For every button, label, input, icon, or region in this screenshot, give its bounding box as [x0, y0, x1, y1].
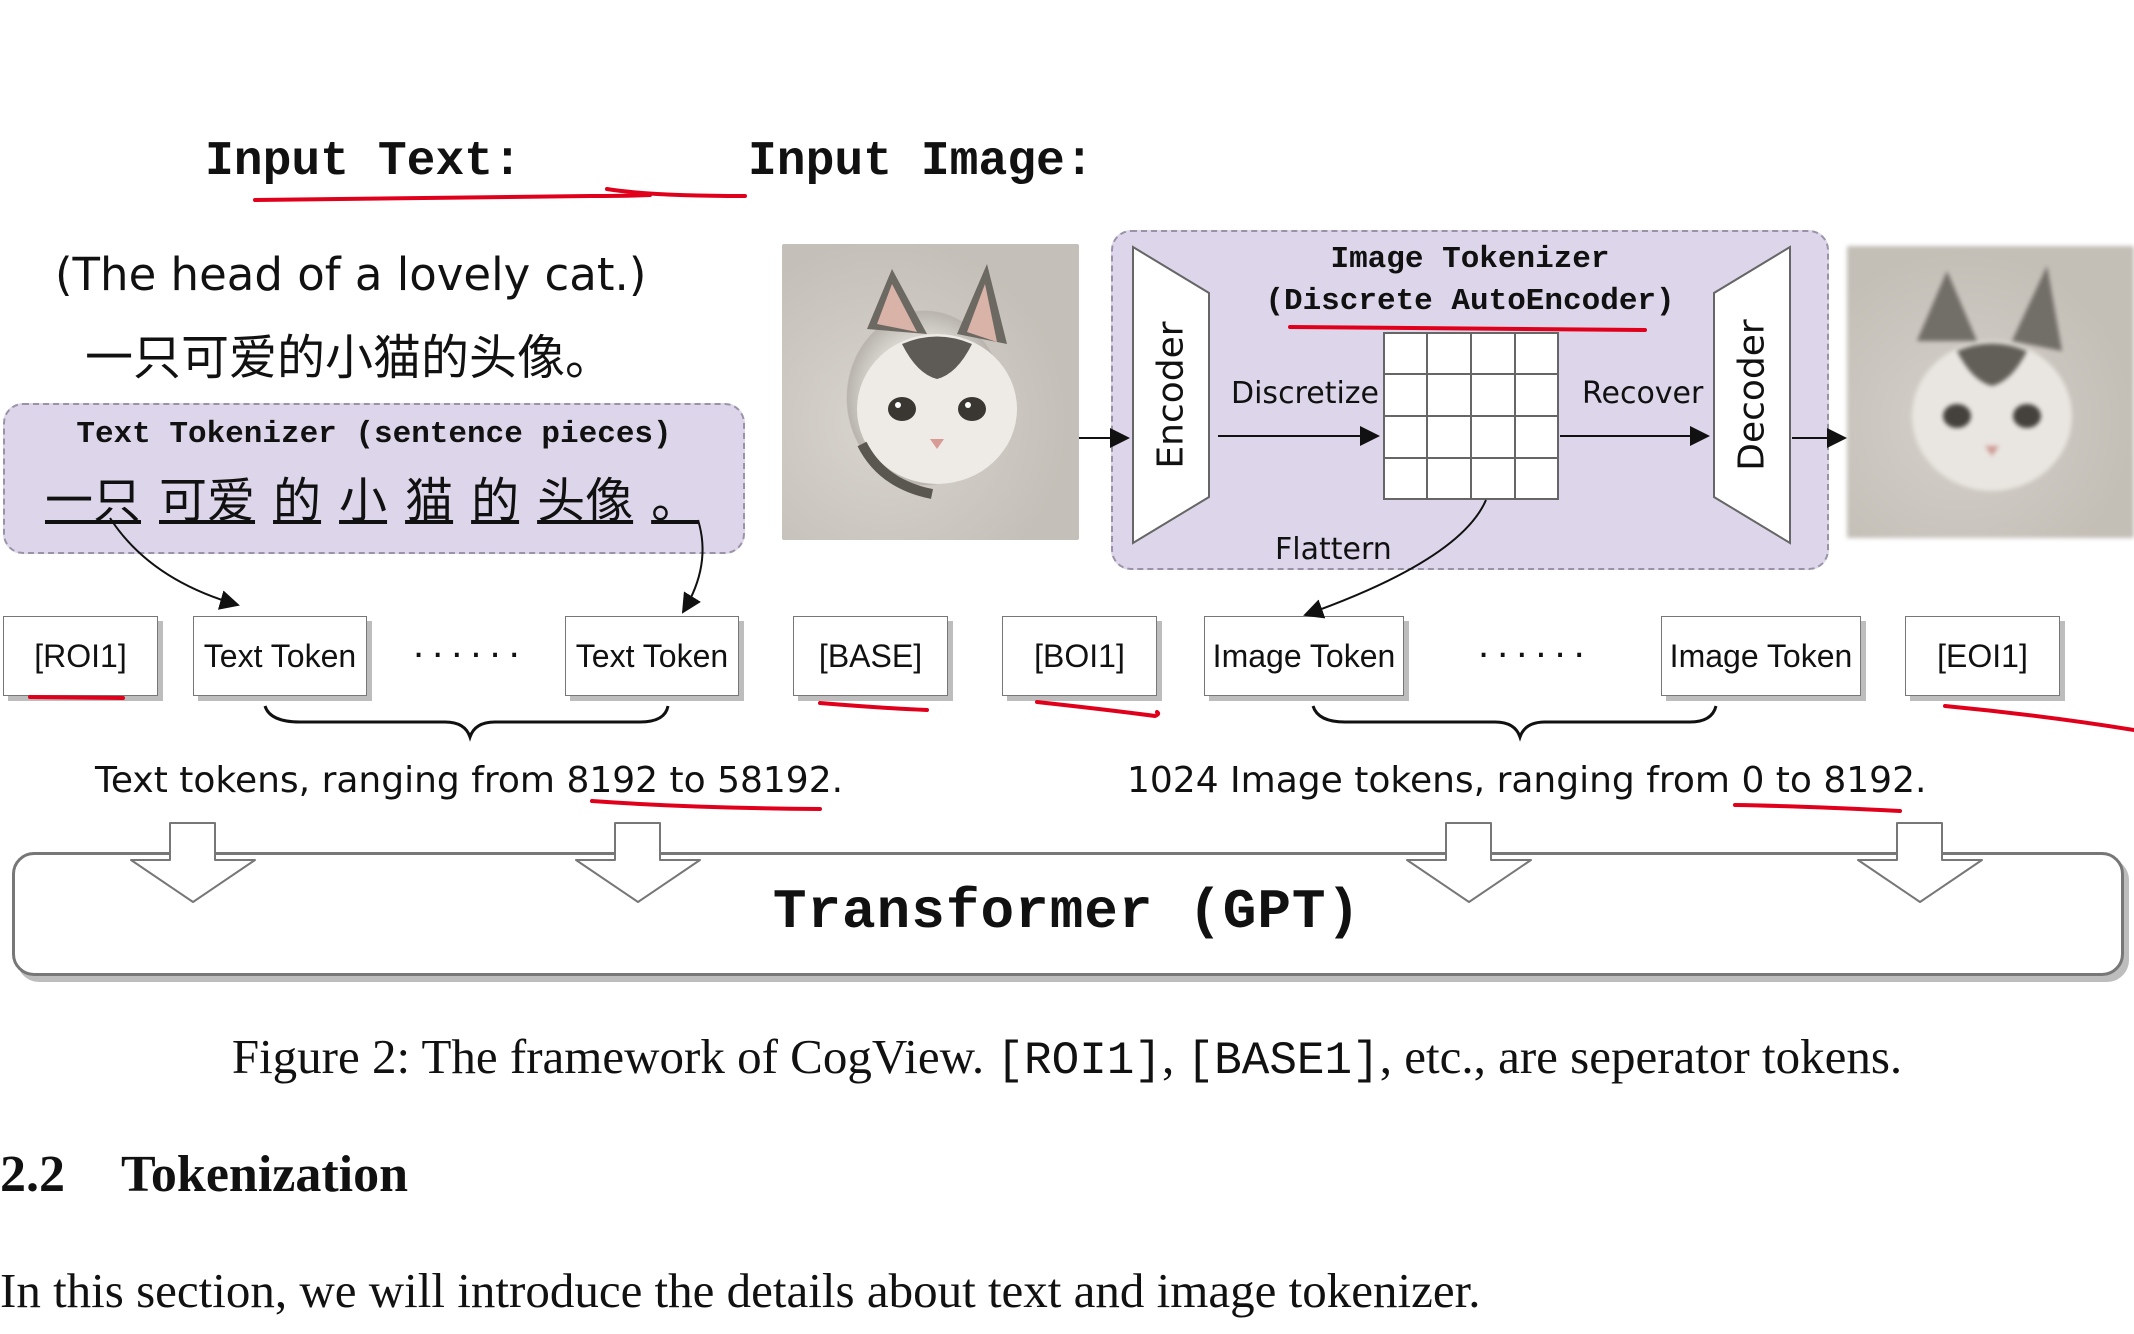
sentence-pieces: 一只可爱的小猫的头像。	[45, 461, 699, 531]
roi1-token: [ROI1]	[3, 616, 158, 696]
piece: 可爱	[159, 473, 256, 529]
piece: 小	[339, 473, 388, 529]
red-annotation	[818, 701, 929, 712]
caption-english: (The head of a lovely cat.)	[55, 248, 647, 301]
piece: 的	[471, 473, 520, 529]
image-range-values: 0 to 8192	[1741, 760, 1915, 801]
caption-code-roi1: [ROI1]	[996, 1035, 1163, 1087]
red-annotation	[590, 799, 822, 811]
red-annotation	[253, 193, 652, 202]
text-token: Text Token	[193, 616, 367, 696]
caption-prefix: Figure 2: The framework of CogView.	[231, 1029, 997, 1084]
input-text-header: Input Text:	[205, 135, 522, 189]
image-tokenizer-subtitle: (Discrete AutoEncoder)	[1265, 284, 1675, 319]
down-arrow-icon	[1857, 822, 1983, 903]
token-grid	[1383, 332, 1559, 500]
reconstructed-cat-photo	[1847, 246, 2134, 538]
text-token-ellipsis: ......	[413, 622, 528, 666]
cat-photo	[782, 244, 1079, 540]
image-range-description: 1024 Image tokens, ranging from 0 to 819…	[1127, 760, 1926, 801]
red-annotation	[28, 695, 125, 700]
figure-caption: Figure 2: The framework of CogView. [ROI…	[0, 1028, 2134, 1087]
text-range-prefix: Text tokens, ranging from	[95, 760, 567, 801]
arrow	[109, 517, 240, 610]
down-arrow-icon	[1406, 822, 1532, 903]
image-range-suffix: .	[1915, 760, 1927, 801]
brace	[1311, 705, 1718, 742]
section-title: Tokenization	[121, 1146, 409, 1203]
red-annotation	[1733, 803, 1902, 813]
text-tokenizer-title: Text Tokenizer (sentence pieces)	[76, 417, 672, 452]
caption-chinese: 一只可爱的小猫的头像。	[85, 330, 614, 386]
down-arrow-icon	[130, 822, 256, 903]
flattern-label: Flattern	[1275, 532, 1392, 567]
arrow	[1303, 499, 1487, 619]
text-range-description: Text tokens, ranging from 8192 to 58192.	[95, 760, 843, 801]
text-range-suffix: .	[831, 760, 844, 801]
body-paragraph: In this section, we will introduce the d…	[0, 1263, 1481, 1318]
caption-suffix: , etc., are seperator tokens.	[1379, 1029, 1903, 1084]
red-annotation	[1288, 325, 1647, 332]
recover-label: Recover	[1582, 376, 1704, 411]
image-token-ellipsis: ......	[1478, 622, 1593, 666]
piece: 。	[651, 473, 700, 529]
red-annotation	[1943, 704, 2134, 732]
piece: 一只	[45, 473, 142, 529]
image-tokenizer-title: Image Tokenizer	[1330, 242, 1610, 277]
brace	[263, 705, 670, 742]
piece: 的	[273, 473, 322, 529]
section-number: 2.2	[0, 1146, 65, 1203]
red-annotation	[605, 187, 747, 198]
transformer-block	[12, 852, 2124, 976]
image-token: Image Token	[1204, 616, 1404, 696]
caption-code-base1: [BASE1]	[1186, 1035, 1380, 1087]
caption-separator: ,	[1162, 1029, 1187, 1084]
decoder-shape	[1713, 245, 1791, 545]
image-token: Image Token	[1661, 616, 1861, 696]
image-range-prefix: 1024 Image tokens, ranging from	[1127, 760, 1742, 801]
text-tokenizer-panel: Text Tokenizer (sentence pieces) 一只可爱的小猫…	[3, 403, 745, 554]
input-image-header: Input Image:	[748, 135, 1094, 189]
text-token: Text Token	[565, 616, 739, 696]
red-annotation	[1035, 700, 1161, 719]
encoder-shape	[1132, 245, 1210, 545]
down-arrow-icon	[575, 822, 701, 903]
base-token: [BASE]	[793, 616, 948, 696]
discretize-label: Discretize	[1231, 376, 1379, 411]
text-range-values: 8192 to 58192	[566, 760, 832, 801]
piece: 头像	[537, 473, 634, 529]
section-heading: 2.2 Tokenization	[0, 1145, 408, 1204]
transformer-label: Transformer (GPT)	[772, 880, 1362, 944]
arrow	[681, 519, 704, 614]
eoi1-token: [EOI1]	[1905, 616, 2060, 696]
piece: 猫	[405, 473, 454, 529]
boi1-token: [BOI1]	[1002, 616, 1157, 696]
